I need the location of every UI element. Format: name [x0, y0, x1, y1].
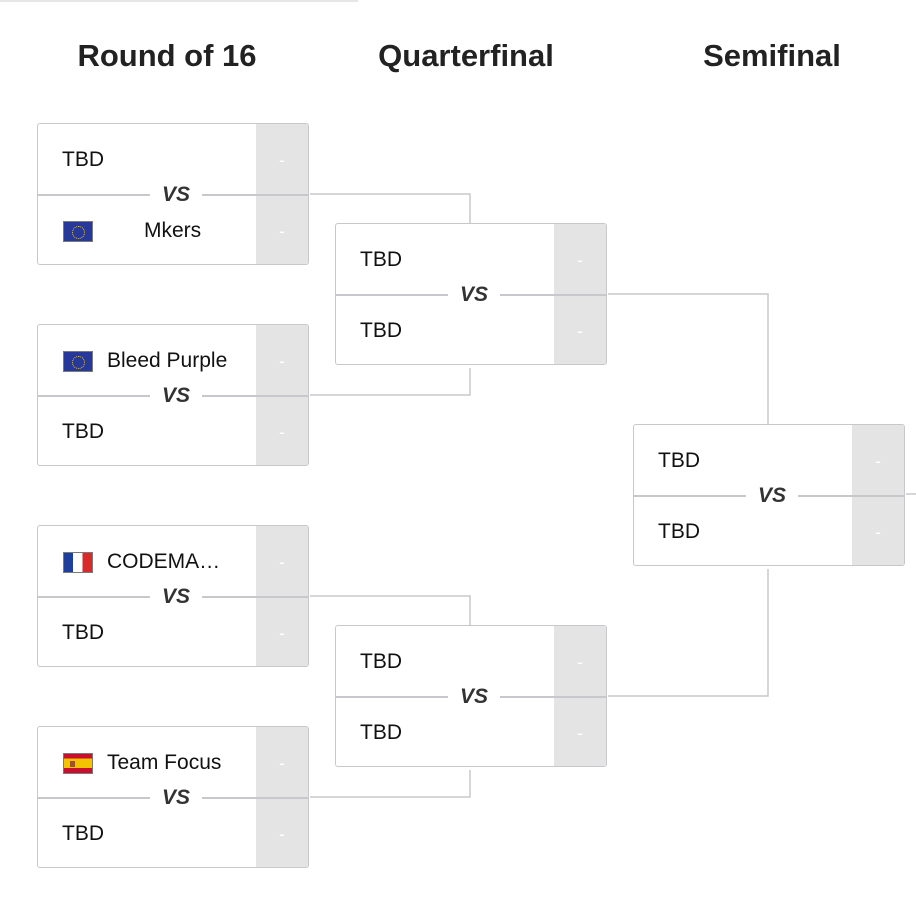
connector-r16-1-to-qf-1 — [310, 193, 471, 223]
team-score: - — [279, 221, 285, 241]
connector-qf-2-to-sf — [608, 569, 769, 697]
team-score: - — [279, 150, 285, 170]
team-score: - — [279, 552, 285, 572]
connector-qf-1-to-sf — [608, 293, 769, 424]
vs-label: VS — [150, 786, 202, 810]
team-slot[interactable]: TBD — [336, 313, 556, 349]
team-name: Mkers — [144, 219, 202, 242]
team-name: TBD — [658, 520, 700, 543]
team-name: TBD — [62, 420, 104, 443]
round-title-round-of-16: Round of 16 — [77, 38, 257, 73]
team-score: - — [577, 250, 583, 270]
team-name: TBD — [360, 721, 402, 744]
team-slot[interactable]: TBD — [634, 514, 854, 550]
vs-label: VS — [448, 283, 500, 307]
match-card-quarterfinal-2[interactable]: VS TBD - TBD - — [335, 625, 607, 767]
team-name: Bleed Purple — [107, 349, 228, 372]
team-score: - — [577, 723, 583, 743]
round-title-semifinal: Semifinal — [703, 38, 841, 73]
team-slot[interactable]: TBD — [634, 443, 854, 479]
team-score: - — [875, 451, 881, 471]
team-slot[interactable]: TBD — [38, 414, 258, 450]
team-score: - — [875, 522, 881, 542]
team-score: - — [279, 824, 285, 844]
team-slot[interactable]: TBD — [38, 142, 258, 178]
team-name: TBD — [62, 621, 104, 644]
team-score: - — [279, 351, 285, 371]
vs-label: VS — [150, 183, 202, 207]
team-slot[interactable]: TBD — [38, 615, 258, 651]
connector-r16-3-to-qf-2 — [310, 595, 471, 625]
team-name: CODEMA… — [107, 550, 221, 573]
vs-label: VS — [150, 585, 202, 609]
team-score: - — [577, 652, 583, 672]
match-card-round-of-16-2[interactable]: VS Bleed Purple - TBD - — [37, 324, 309, 466]
team-score: - — [279, 753, 285, 773]
team-slot[interactable]: Bleed Purple — [38, 343, 258, 379]
team-score: - — [279, 422, 285, 442]
team-score: - — [279, 623, 285, 643]
team-score: - — [577, 321, 583, 341]
vs-label: VS — [448, 685, 500, 709]
round-title-quarterfinal: Quarterfinal — [378, 38, 554, 73]
team-name: TBD — [360, 319, 402, 342]
team-slot[interactable]: Mkers — [38, 213, 258, 249]
spain-flag-icon — [63, 752, 93, 774]
match-card-quarterfinal-1[interactable]: VS TBD - TBD - — [335, 223, 607, 365]
eu-flag-icon — [63, 220, 93, 242]
match-card-round-of-16-3[interactable]: VS CODEMA… - TBD - — [37, 525, 309, 667]
team-name: TBD — [62, 148, 104, 171]
team-name: TBD — [360, 650, 402, 673]
match-card-round-of-16-4[interactable]: VS Team Focus - TBD - — [37, 726, 309, 868]
team-name: TBD — [658, 449, 700, 472]
team-name: TBD — [360, 248, 402, 271]
team-slot[interactable]: Team Focus — [38, 745, 258, 781]
team-name: Team Focus — [107, 751, 222, 774]
vs-label: VS — [746, 484, 798, 508]
vs-label: VS — [150, 384, 202, 408]
france-flag-icon — [63, 551, 93, 573]
match-card-semifinal-1[interactable]: VS TBD - TBD - — [633, 424, 905, 566]
team-slot[interactable]: TBD — [336, 242, 556, 278]
team-slot[interactable]: TBD — [38, 816, 258, 852]
team-name: TBD — [62, 822, 104, 845]
top-divider — [0, 0, 358, 2]
eu-flag-icon — [63, 350, 93, 372]
connector-r16-4-to-qf-2 — [310, 770, 471, 798]
team-slot[interactable]: TBD — [336, 644, 556, 680]
team-slot[interactable]: TBD — [336, 715, 556, 751]
team-slot[interactable]: CODEMA… — [38, 544, 258, 580]
match-card-round-of-16-1[interactable]: VS TBD - Mkers - — [37, 123, 309, 265]
connector-r16-2-to-qf-1 — [310, 368, 471, 396]
